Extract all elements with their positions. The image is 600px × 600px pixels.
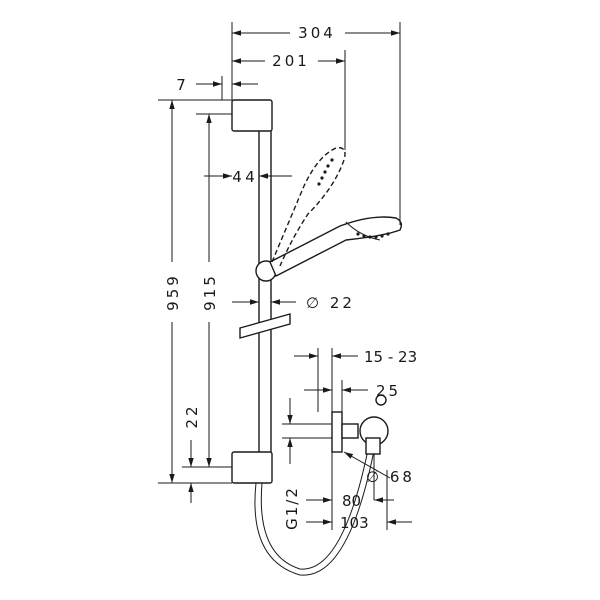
upper-wall-bracket	[231, 99, 273, 132]
dimension-959: 959	[158, 99, 232, 484]
label-total-height: 959	[164, 273, 182, 311]
wall-outlet-flange	[331, 411, 343, 453]
dimension-201: 201	[232, 50, 346, 150]
label-overall-projection: 304	[298, 24, 336, 42]
label-bar-height: 915	[201, 273, 219, 311]
dimension-25: 25	[304, 380, 401, 412]
lower-wall-bracket	[231, 451, 273, 484]
dimension-103: 103	[306, 470, 412, 532]
spray-nozzles	[356, 232, 390, 239]
label-outlet-depth: 25	[376, 382, 401, 400]
dimension-304: 304	[231, 22, 401, 225]
label-thread-size: G1/2	[283, 486, 301, 530]
dimension-80: 80	[306, 452, 394, 530]
dimension-wall-offset: 15 - 23	[294, 348, 417, 412]
dimension-7: 7	[176, 76, 258, 100]
label-slider-offset: 7	[176, 76, 186, 94]
label-outlet-diameter: ∅ 68	[366, 468, 415, 486]
dimension-outlet-diameter: ∅ 68	[343, 451, 415, 486]
shower-hose	[254, 439, 377, 576]
dimension-thread: G1/2	[282, 398, 332, 530]
wall-outlet-cap	[375, 394, 387, 406]
shower-hose-inner	[260, 439, 371, 570]
handshower	[269, 216, 403, 277]
shower-rail	[258, 127, 272, 455]
spray-nozzles-tilted	[317, 158, 334, 186]
label-slider-gap: 4	[245, 168, 255, 186]
label-bar-gap: 4	[232, 168, 242, 186]
label-outlet-projection: 103	[340, 514, 369, 532]
label-handshower-reach: 201	[272, 52, 310, 70]
wall-outlet-pipe	[341, 423, 359, 439]
handshower-head-rim	[345, 221, 381, 241]
dimension-rail-diameter: ∅ 22	[232, 294, 355, 312]
label-rail-diameter: ∅ 22	[306, 294, 355, 312]
handshower-tilted-outline	[271, 147, 346, 267]
label-wall-offset-range: 15 - 23	[364, 348, 417, 366]
label-lower-offset: 22	[183, 403, 201, 428]
dimension-22-lower: 22	[182, 403, 232, 503]
shower-rail-assembly	[231, 99, 403, 576]
dimension-915: 915	[196, 113, 232, 467]
wall-outlet-nozzle	[365, 437, 381, 455]
dimension-44: 4 4	[204, 168, 292, 186]
slider-bar	[239, 313, 291, 339]
label-outlet-center: 80	[342, 492, 361, 510]
